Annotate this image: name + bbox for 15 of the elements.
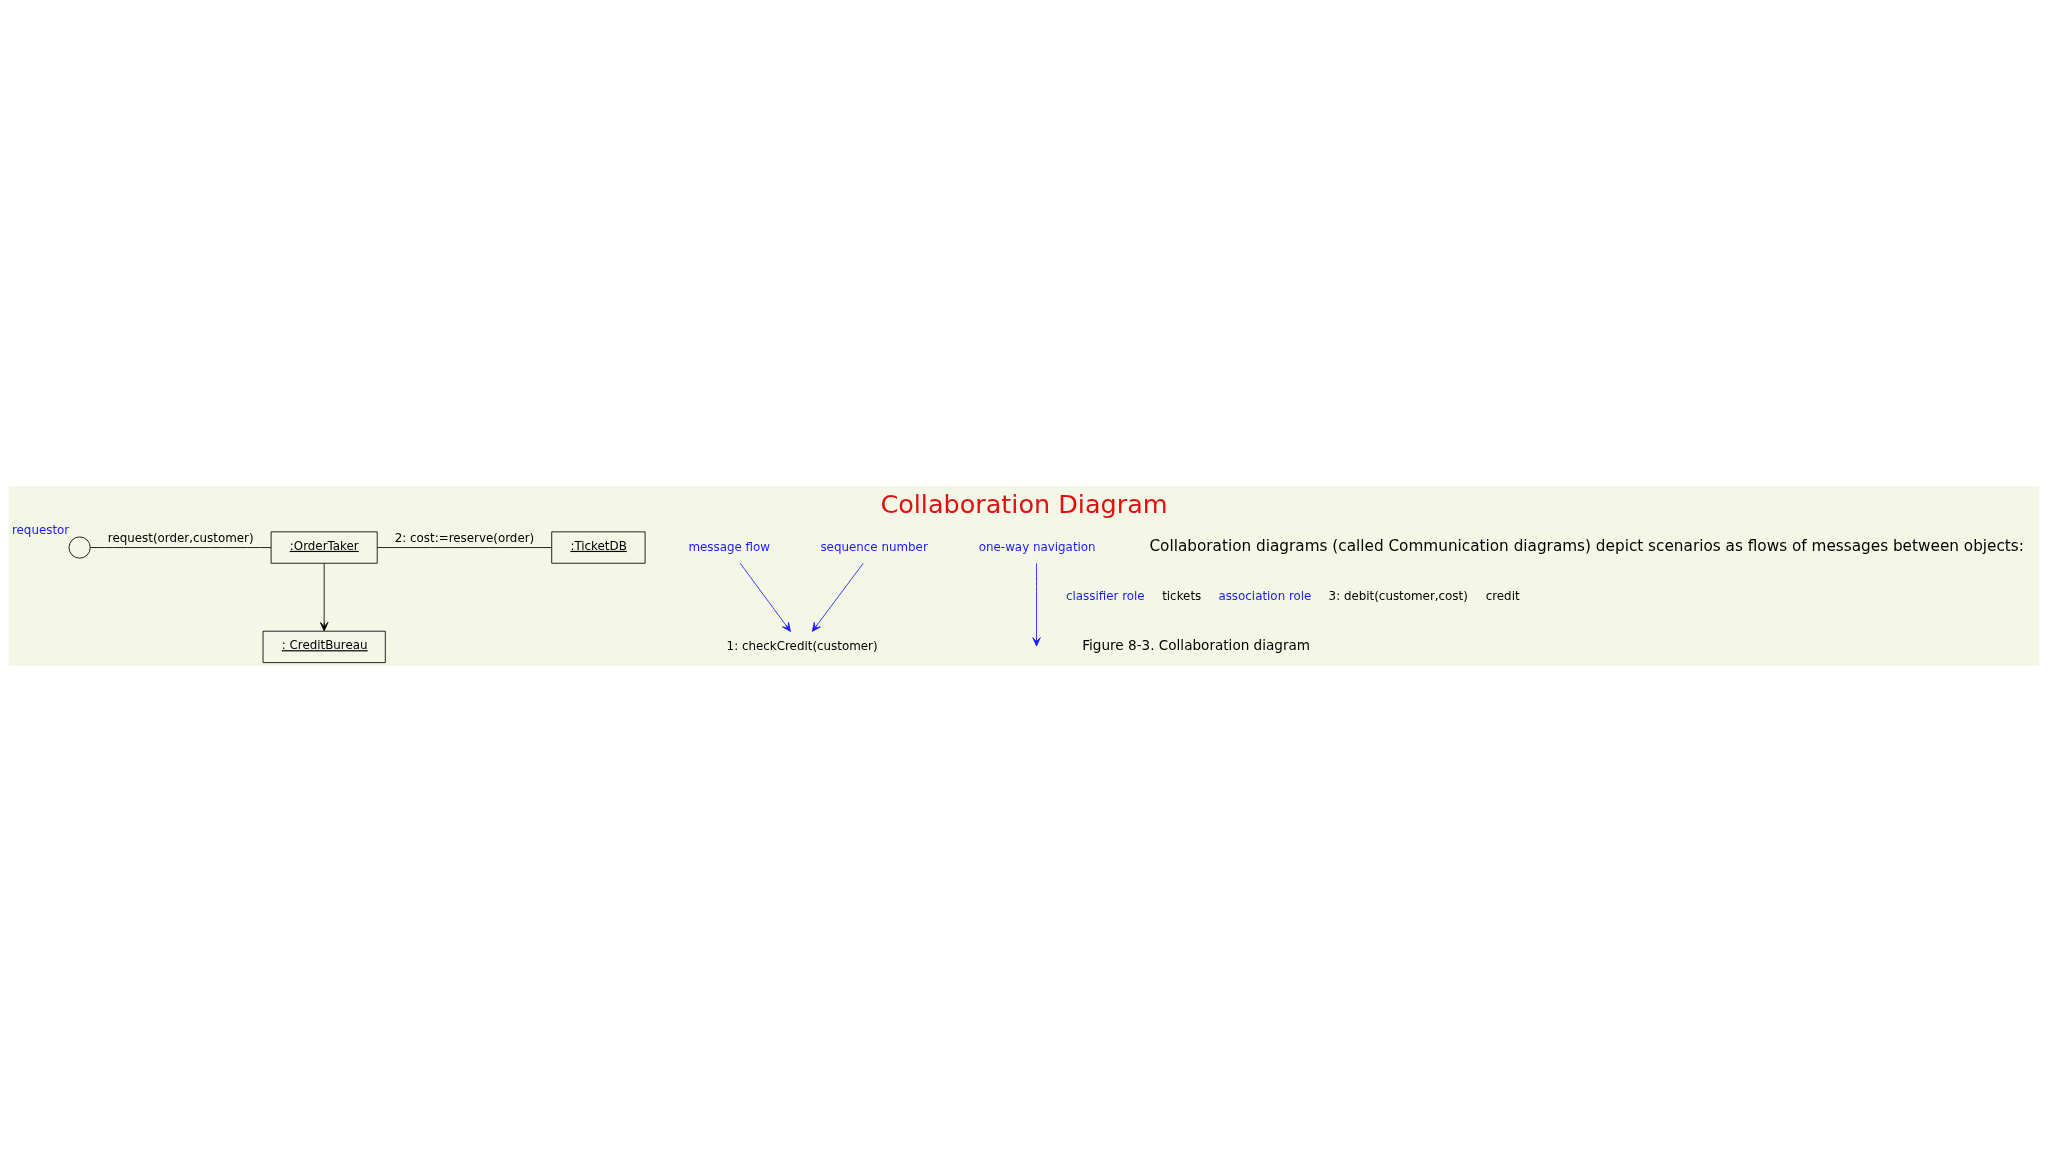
node-text: sequence number (820, 539, 928, 554)
label: Collaboration diagrams (called Communication diagrams) depict scenarios as flows of messages between objects: (1149, 537, 2024, 556)
edge-label: request(order,customer) (107, 530, 254, 545)
label: 3: debit(customer,cost) (1328, 589, 1468, 604)
edge-label: 2: cost:=reserve(order) (394, 530, 535, 545)
node-label: requestor (11, 522, 70, 537)
node-text: 1: checkCredit(customer) (726, 639, 878, 654)
label: credit (1485, 589, 1520, 604)
node-text: one-way navigation (978, 539, 1096, 554)
node-text: message flow (688, 539, 771, 554)
label: association role (1218, 589, 1312, 604)
label: classifier role (1065, 589, 1145, 604)
caption: Figure 8-3. Collaboration diagram (1082, 637, 1311, 654)
label: tickets (1162, 589, 1202, 604)
diagram-title: Collaboration Diagram (880, 489, 1168, 520)
